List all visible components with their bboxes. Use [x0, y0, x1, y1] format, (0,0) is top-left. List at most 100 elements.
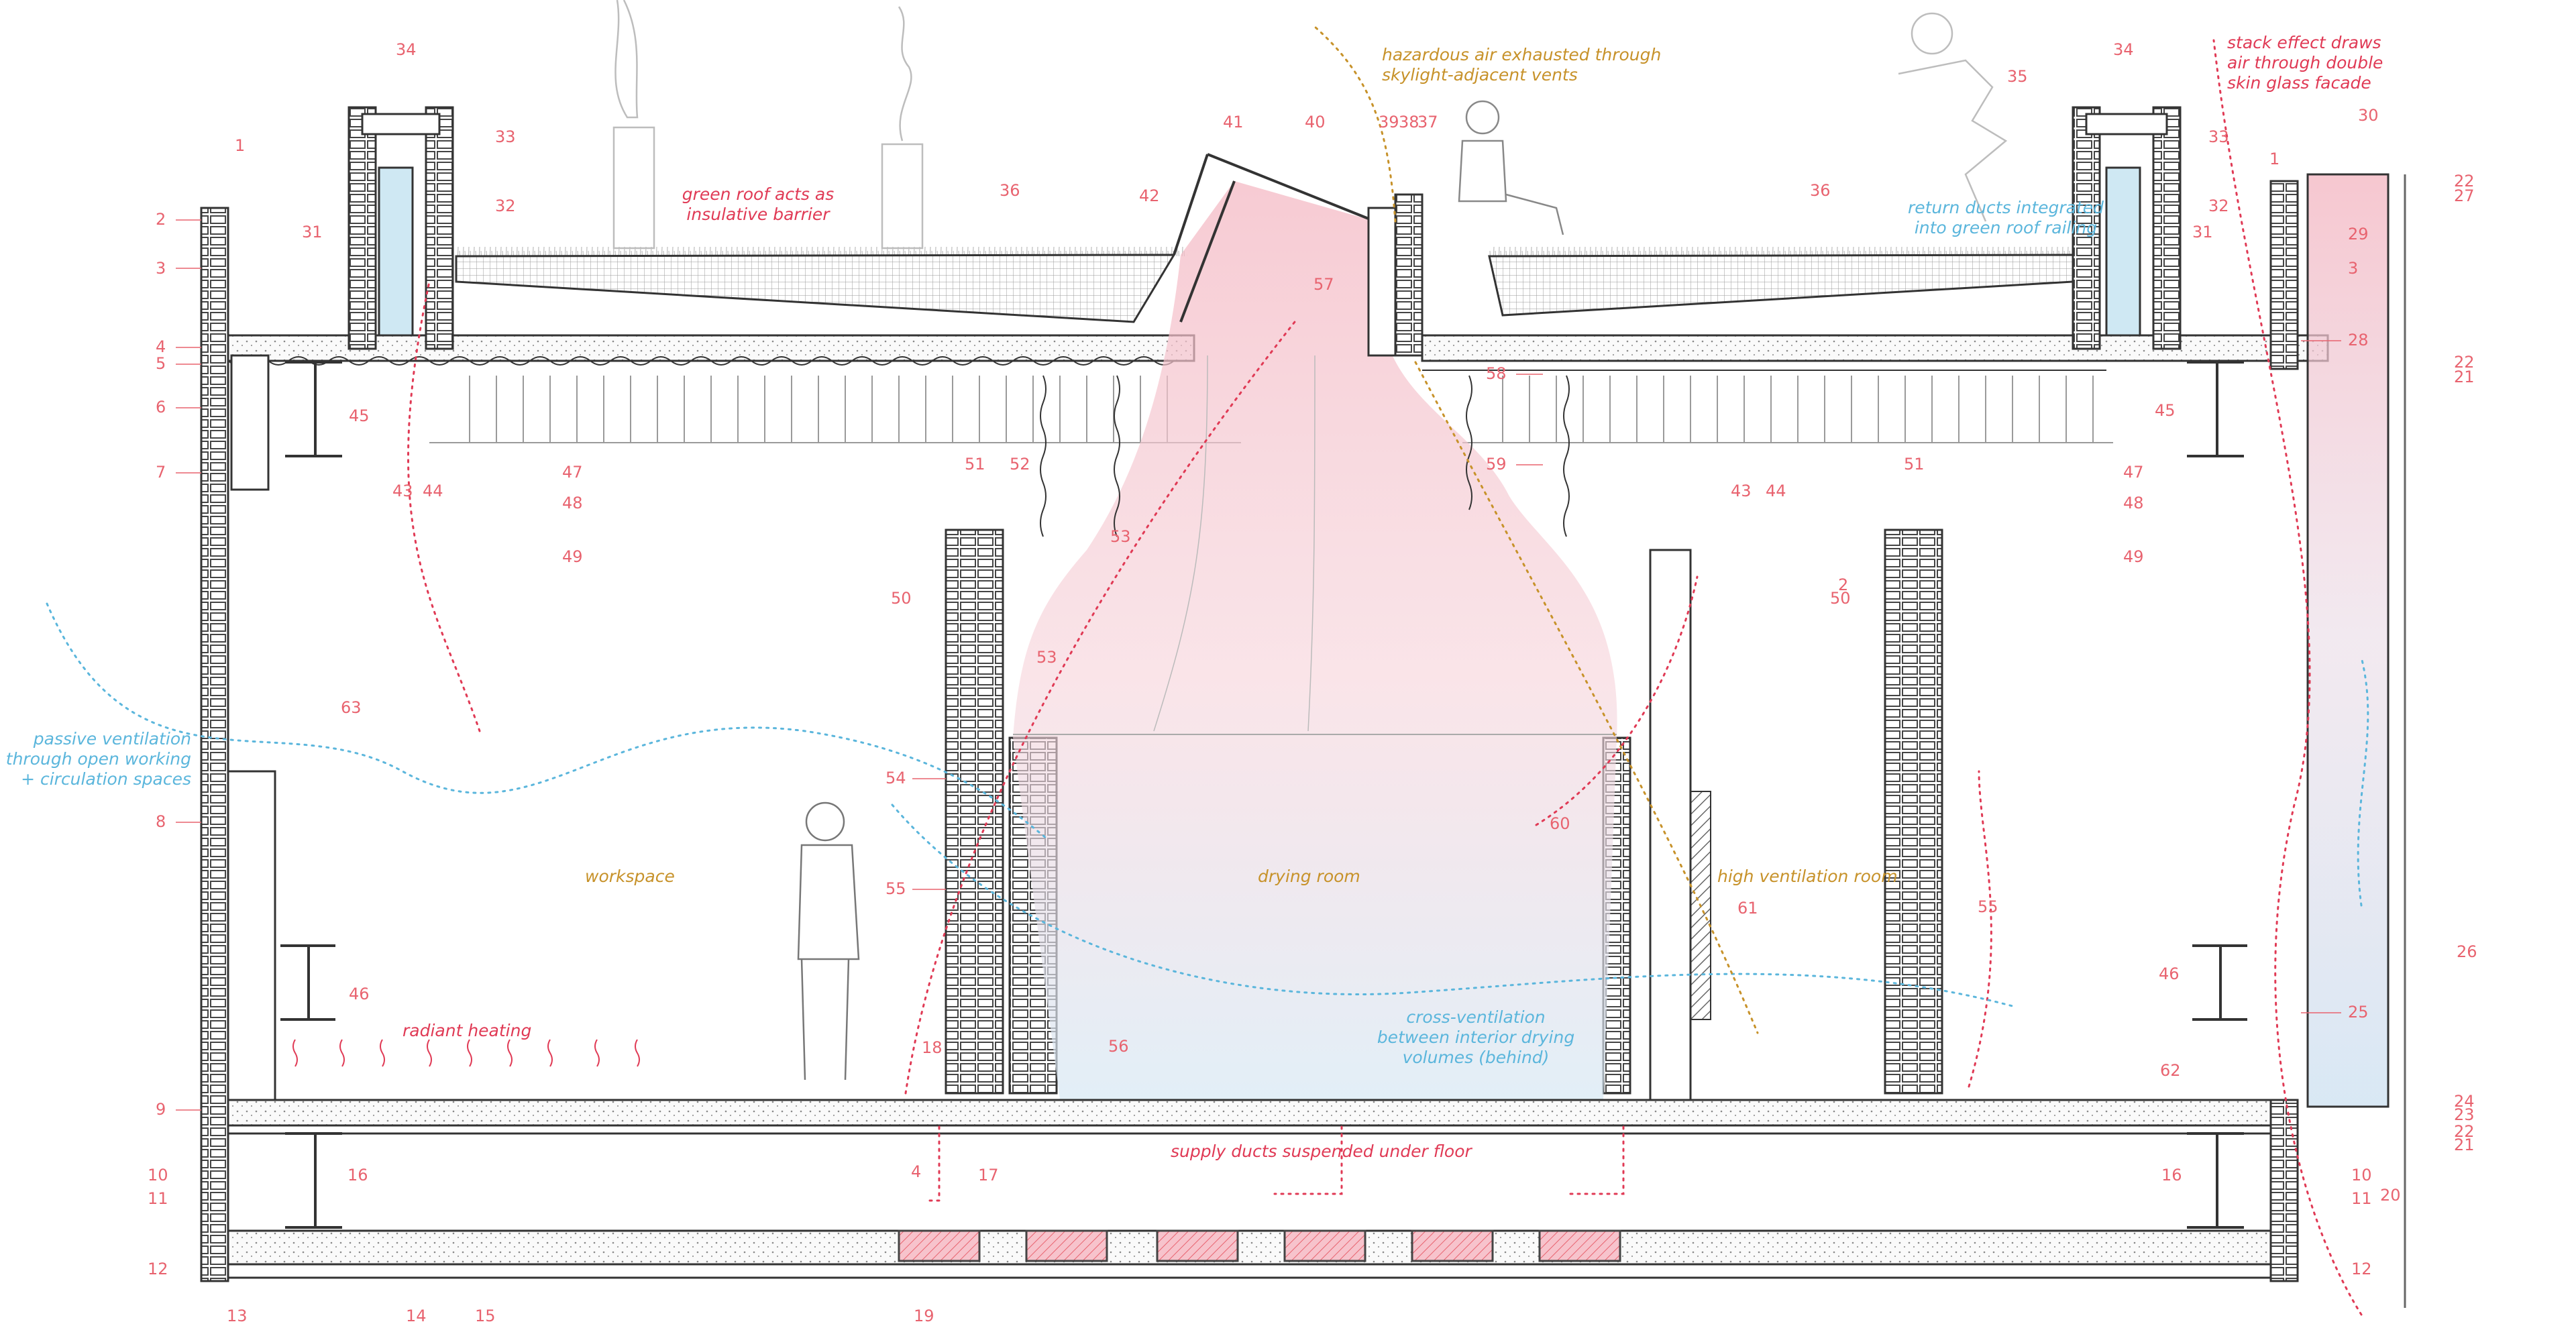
svg-text:43: 43 [392, 482, 413, 500]
airflow-hazard [1313, 25, 1397, 223]
svg-text:35: 35 [2007, 67, 2028, 86]
svg-text:5: 5 [156, 354, 166, 373]
vent-shaft [1367, 207, 1397, 357]
svg-text:4: 4 [911, 1162, 921, 1181]
person-sitting [1458, 100, 1564, 235]
svg-text:34: 34 [2113, 40, 2134, 59]
callout-numbers: 1 1 2 2 3 3 4 4 5 6 7 8 9 10 10 11 11 12… [148, 40, 2477, 1325]
svg-text:21: 21 [2454, 368, 2475, 386]
svg-text:10: 10 [148, 1166, 168, 1184]
annotation-supply-ducts: supply ducts suspended under floor [1171, 1142, 1472, 1161]
vent-column [1649, 549, 1692, 1101]
svg-text:30: 30 [2358, 106, 2379, 125]
svg-text:17: 17 [978, 1166, 999, 1184]
airflow-warm-high [1968, 770, 1992, 1088]
annotation-cross-ventilation: cross-ventilation between interior dryin… [1377, 1007, 1574, 1067]
wall-caps [361, 113, 2168, 337]
svg-text:45: 45 [2155, 401, 2176, 420]
svg-text:12: 12 [148, 1260, 168, 1278]
svg-text:3: 3 [2348, 259, 2358, 278]
svg-text:22: 22 [2454, 353, 2475, 372]
svg-text:51: 51 [1904, 455, 1925, 474]
svg-text:51: 51 [965, 455, 985, 474]
svg-text:19: 19 [914, 1307, 934, 1325]
annotation-radiant-heating: radiant heating [402, 1021, 531, 1040]
svg-text:return ducts integrated: return ducts integrated [1908, 198, 2104, 217]
svg-text:49: 49 [562, 547, 583, 566]
airflow-cross [891, 804, 2014, 1007]
svg-text:50: 50 [1830, 589, 1851, 608]
svg-text:41: 41 [1223, 113, 1244, 131]
floor-slab [227, 1099, 2272, 1279]
svg-text:48: 48 [562, 494, 583, 512]
svg-text:volumes (behind): volumes (behind) [1403, 1048, 1550, 1067]
svg-text:1: 1 [235, 136, 245, 155]
svg-text:26: 26 [2457, 942, 2477, 961]
svg-text:55: 55 [1978, 897, 1998, 916]
radiant-heating-marks [292, 1039, 640, 1067]
svg-text:22: 22 [2454, 172, 2475, 190]
svg-text:11: 11 [2351, 1189, 2372, 1208]
room-label-workspace: workspace [585, 867, 675, 886]
svg-text:28: 28 [2348, 331, 2369, 349]
svg-text:63: 63 [341, 698, 362, 717]
svg-text:61: 61 [1737, 899, 1758, 918]
svg-text:hazardous air exhausted throug: hazardous air exhausted through [1382, 45, 1661, 64]
ceiling-baffles [429, 376, 2113, 443]
svg-text:+ circulation spaces: + circulation spaces [21, 769, 191, 789]
svg-text:47: 47 [562, 463, 583, 482]
svg-text:29: 29 [2348, 225, 2369, 243]
svg-text:2: 2 [1838, 575, 1848, 594]
steel-beams [280, 361, 2247, 1229]
hanging-cords [1040, 375, 1570, 537]
svg-text:11: 11 [148, 1189, 168, 1208]
airflow-return [2357, 656, 2369, 907]
annotation-green-roof: green roof acts as insulative barrier [682, 184, 835, 224]
svg-text:14: 14 [406, 1307, 427, 1325]
svg-text:34: 34 [396, 40, 417, 59]
svg-text:36: 36 [1000, 181, 1020, 200]
svg-text:44: 44 [1766, 482, 1786, 500]
svg-text:9: 9 [156, 1100, 166, 1119]
svg-text:44: 44 [423, 482, 443, 500]
svg-text:45: 45 [349, 406, 370, 425]
airflow-high-vent [1414, 361, 1759, 1034]
svg-text:47: 47 [2123, 463, 2144, 482]
svg-text:37: 37 [1417, 113, 1438, 131]
airflow-warm-drying [904, 321, 1296, 1095]
svg-text:skin glass facade: skin glass facade [2227, 73, 2371, 93]
svg-text:54: 54 [885, 769, 906, 787]
svg-text:55: 55 [885, 879, 906, 898]
brick-walls [200, 106, 2299, 1282]
airflow-underfloor [924, 1125, 1625, 1202]
svg-text:48: 48 [2123, 494, 2144, 512]
double-skin-facade [2306, 173, 2390, 1108]
svg-text:24: 24 [2454, 1092, 2475, 1111]
svg-text:53: 53 [1110, 527, 1131, 546]
svg-text:16: 16 [347, 1166, 368, 1184]
svg-text:39: 39 [1379, 113, 1399, 131]
svg-text:40: 40 [1305, 113, 1326, 131]
svg-text:59: 59 [1486, 455, 1507, 474]
svg-text:cross-ventilation: cross-ventilation [1406, 1007, 1545, 1027]
svg-text:38: 38 [1399, 113, 1419, 131]
svg-text:through open working: through open working [6, 749, 191, 769]
svg-text:42: 42 [1139, 186, 1160, 205]
svg-text:31: 31 [2192, 223, 2213, 241]
svg-text:46: 46 [2159, 964, 2180, 983]
svg-text:insulative barrier: insulative barrier [686, 205, 830, 224]
annotation-return-ducts: return ducts integrated into green roof … [1908, 198, 2104, 237]
svg-text:32: 32 [495, 197, 516, 215]
svg-text:7: 7 [156, 463, 166, 482]
drying-room-air [1013, 181, 1617, 1100]
airflow-warm-left [407, 280, 481, 732]
svg-text:skylight-adjacent vents: skylight-adjacent vents [1382, 65, 1578, 85]
svg-text:3: 3 [156, 259, 166, 278]
svg-text:15: 15 [475, 1307, 496, 1325]
svg-text:50: 50 [891, 589, 912, 608]
svg-text:31: 31 [302, 223, 323, 241]
svg-text:4: 4 [156, 337, 166, 356]
svg-text:32: 32 [2208, 197, 2229, 215]
svg-text:43: 43 [1731, 482, 1752, 500]
